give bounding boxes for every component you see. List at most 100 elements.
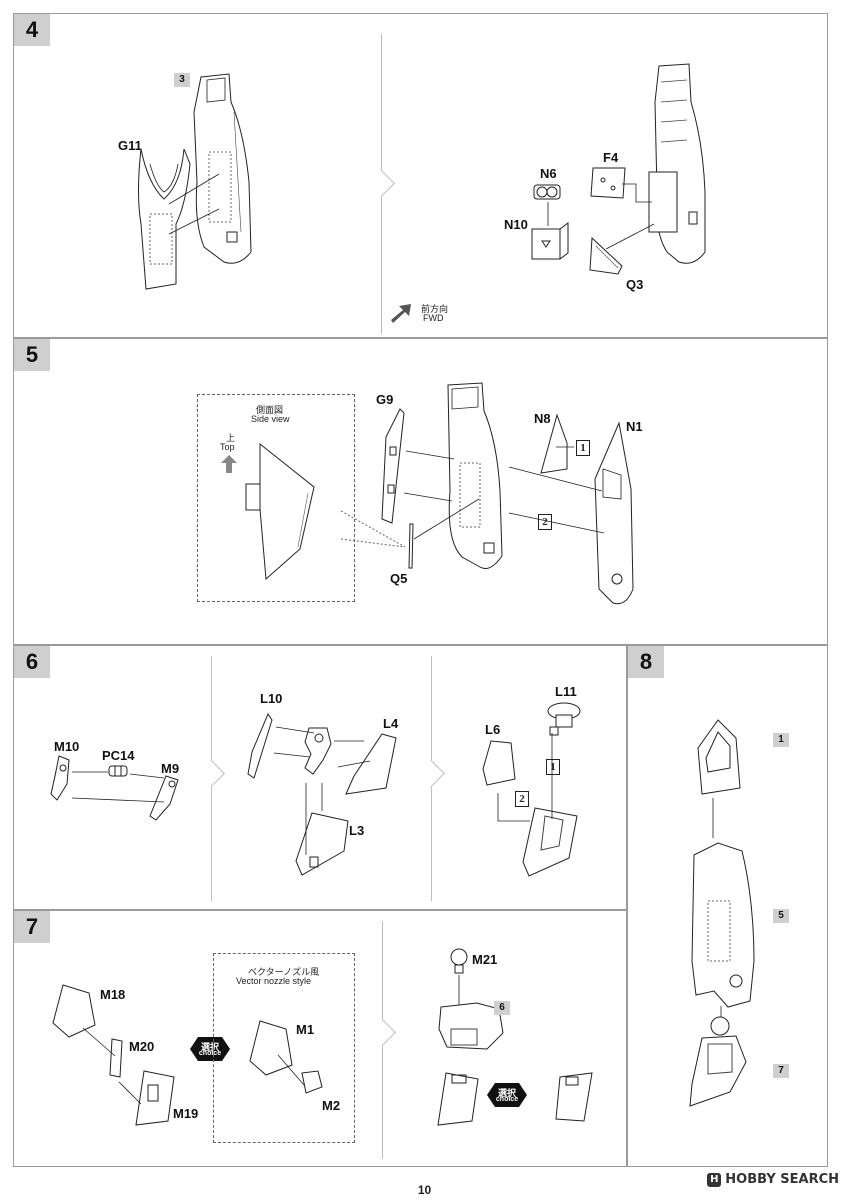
step-arrow-chevron [418,760,445,787]
assembly-lines [712,798,714,838]
part-n1-drawing [594,421,634,605]
leg-assembly-drawing [689,1016,747,1107]
fwd-label-jp: 前方向 [421,304,449,314]
side-view-box [197,394,355,602]
assembly-lines [458,975,460,1005]
nozzle-a-drawing [437,1072,479,1126]
part-label-l10: L10 [260,691,283,706]
watermark-logo-icon: H [707,1172,722,1187]
part-m21-drawing [450,948,468,974]
step-number: 6 [14,646,50,678]
step-6-panel: 6 M10 PC14 M9 L10 L4 L3 [13,645,627,910]
part-l4-drawing [345,733,397,795]
fuselage-body-drawing [447,382,503,570]
part-q3-drawing [589,236,623,275]
step-number: 8 [628,646,664,678]
reference-step-badge: 5 [773,909,789,923]
fuselage-interior-drawing [648,63,706,264]
vector-nozzle-title-jp: ベクターノズル風 [248,967,320,977]
part-label-m20: M20 [129,1039,155,1054]
up-arrow-icon [221,455,237,473]
part-label-g9: G9 [376,392,394,407]
reference-step-badge: 3 [174,73,190,87]
choice-badge: 選択 choice [487,1083,527,1107]
assembly-lines [547,183,655,250]
side-view-title-jp: 側面図 [256,405,284,415]
fuselage-body-drawing [193,73,252,264]
part-f4-drawing [590,167,626,199]
part-m10-drawing [50,755,70,801]
joint-assembly-drawing [304,727,332,775]
part-n10-drawing [531,222,569,260]
top-label-en: Top [220,442,235,452]
assembly-lines [497,733,553,822]
part-label-m10: M10 [54,739,80,754]
part-label-n10: N10 [504,217,528,232]
part-label-f4: F4 [603,150,619,165]
step-number: 4 [14,14,50,46]
part-l10-drawing [247,712,273,779]
side-view-title-en: Side view [251,414,290,424]
part-label-m21: M21 [472,952,498,967]
part-m1-drawing [249,1020,293,1076]
fuselage-assembly-drawing [691,842,755,1008]
leg-base-drawing [522,807,578,877]
reference-step-badge: 6 [494,1001,510,1015]
step-7-panel: 7 M18 M20 M19 選択 choice ベクターノズル風 Vector … [13,910,627,1167]
part-label-m2: M2 [322,1098,341,1113]
callout-box-1: 1 [546,759,560,775]
watermark-text: HOBBY SEARCH [725,1172,839,1187]
choice-label-jp: 選択 [200,1042,219,1052]
step-number: 7 [14,911,50,943]
reference-step-badge: 7 [773,1064,789,1078]
vector-nozzle-title-en: Vector nozzle style [236,976,312,986]
step-arrow-chevron [368,170,395,197]
choice-label-en: choice [495,1096,519,1103]
fwd-label-en: FWD [423,313,444,323]
part-label-pc14: PC14 [102,748,135,763]
callout-box-2: 2 [515,791,529,807]
part-l6-drawing [482,740,516,786]
part-label-l11: L11 [555,684,577,699]
step-4-panel: 4 3 G11 N6 F4 N10 Q3 [13,13,828,338]
leg-upper-drawing [438,1002,504,1050]
cockpit-section-drawing [697,719,741,795]
part-l11-drawing [547,702,581,736]
choice-label-jp: 選択 [497,1088,516,1098]
vector-nozzle-option-box [213,953,355,1143]
part-m19-drawing [135,1070,175,1126]
part-label-l3: L3 [349,823,365,838]
part-m18-drawing [52,984,96,1038]
part-label-m18: M18 [100,987,126,1002]
part-g11-drawing [138,148,191,290]
part-q5-drawing [408,523,414,569]
assembly-lines [71,771,165,803]
part-label-q3: Q3 [626,277,644,292]
part-label-m1: M1 [296,1022,315,1037]
choice-label-en: choice [198,1050,222,1057]
part-m20-drawing [109,1038,123,1078]
part-label-l6: L6 [485,722,501,737]
part-l3-drawing [295,812,349,876]
callout-box-1: 1 [576,440,590,456]
page-number: 10 [417,1183,432,1197]
top-label-jp: 上 [226,433,236,443]
assembly-lines [82,1027,142,1105]
nozzle-b-drawing [555,1072,593,1122]
part-label-m19: M19 [173,1106,199,1121]
assembly-lines [403,446,605,540]
part-label-n8: N8 [534,411,551,426]
part-label-q5: Q5 [390,571,408,586]
part-label-g11: G11 [118,138,142,153]
part-label-n1: N1 [626,419,643,434]
reference-step-badge: 1 [773,733,789,747]
forward-direction-arrow-icon [391,304,411,323]
assembly-lines [277,1054,305,1086]
step-8-panel: 8 1 5 7 [627,645,828,1167]
step-arrow-chevron [369,1019,396,1046]
part-g9-drawing [381,408,405,524]
part-n6-drawing [533,184,561,200]
assembly-lines [273,726,371,855]
choice-badge: 選択 choice [190,1037,230,1061]
